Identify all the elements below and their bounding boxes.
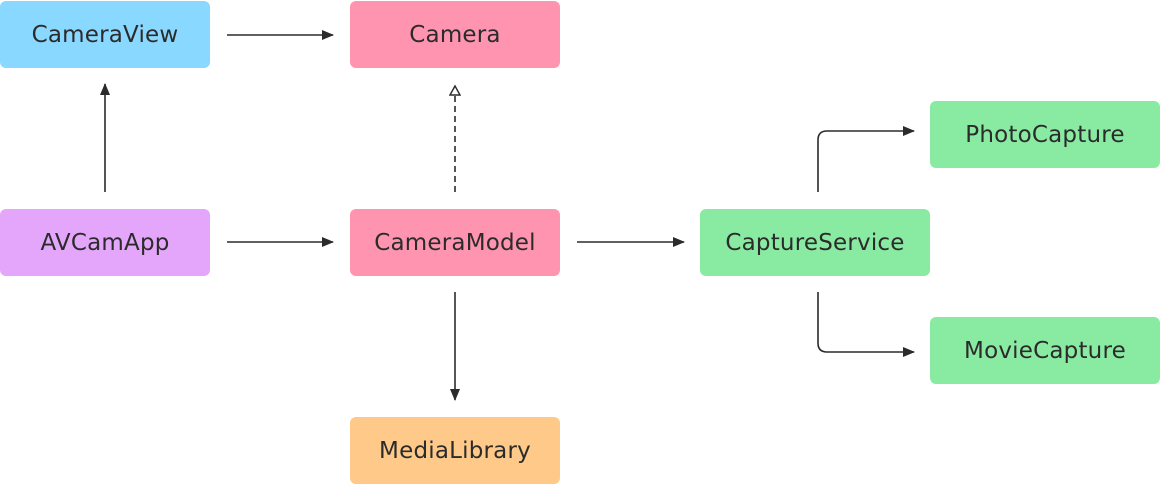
node-label: CameraModel <box>374 229 536 256</box>
node-label: PhotoCapture <box>965 121 1125 148</box>
node-cameraview: CameraView <box>0 1 210 68</box>
node-cameramodel: CameraModel <box>350 209 560 276</box>
node-medialibrary: MediaLibrary <box>350 417 560 484</box>
node-avcamapp: AVCamApp <box>0 209 210 276</box>
node-camera: Camera <box>350 1 560 68</box>
node-label: AVCamApp <box>40 229 170 256</box>
node-label: MediaLibrary <box>379 437 531 464</box>
node-label: Camera <box>409 21 501 48</box>
node-captureservice: CaptureService <box>700 209 930 276</box>
node-label: CameraView <box>31 21 179 48</box>
node-label: MovieCapture <box>964 337 1126 364</box>
node-label: CaptureService <box>725 229 905 256</box>
edge-captureservice-to-photocapture <box>817 126 915 192</box>
edge-captureservice-to-moviecapture <box>817 292 915 357</box>
node-moviecapture: MovieCapture <box>930 317 1160 384</box>
node-photocapture: PhotoCapture <box>930 101 1160 168</box>
